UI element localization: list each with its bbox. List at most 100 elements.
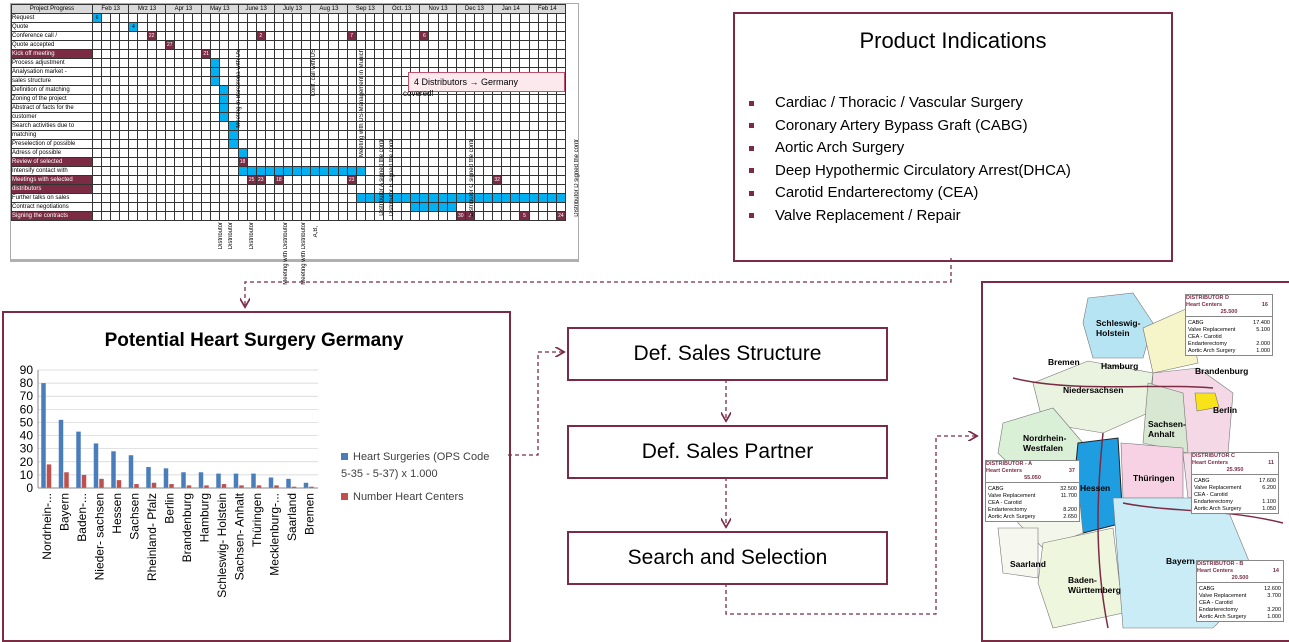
x-category-label: Saarland xyxy=(285,493,299,541)
distributor-row-label: CEA - Carotid xyxy=(1199,600,1233,606)
bar-series-1 xyxy=(216,473,221,488)
heart-centers-label: Heart Centers xyxy=(986,468,1023,474)
distributor-row-label: Aortic Arch Surgery xyxy=(1194,506,1242,512)
indication-label: Deep Hypothermic Circulatory Arrest(DHCA… xyxy=(775,161,1071,179)
flow-step-1-label: Def. Sales Structure xyxy=(633,342,822,365)
distributor-total: 55.050 xyxy=(986,475,1079,483)
distributor-total: 20.500 xyxy=(1197,575,1283,583)
distributor-name: DISTRIBUTOR - A xyxy=(986,461,1033,467)
map-label-hessen: Hessen xyxy=(1080,483,1111,493)
bar-series-2 xyxy=(309,486,314,488)
x-category-label: Hamburg xyxy=(197,493,211,542)
gantt-cell xyxy=(401,211,412,221)
bar-series-2 xyxy=(151,482,157,488)
bar-series-2 xyxy=(186,485,192,488)
distributor-row-label: Aortic Arch Surgery xyxy=(988,514,1036,520)
distributor-row-value: 2.000 xyxy=(1256,341,1270,347)
gantt-marker: 30 xyxy=(455,211,466,221)
legend-swatch-1 xyxy=(341,453,348,460)
gantt-cell xyxy=(419,211,430,221)
legend-series-2: Number Heart Centers xyxy=(341,491,464,503)
distributor-name: DISTRIBUTOR C xyxy=(1192,453,1235,459)
distributor-row-label: Valve Replacement xyxy=(988,493,1036,499)
gantt-cell xyxy=(346,211,357,221)
bar-series-1 xyxy=(303,482,309,488)
legend-label-2: Number Heart Centers xyxy=(353,491,464,503)
distributor-row-label: CEA - Carotid xyxy=(1188,334,1222,340)
bullet-icon xyxy=(749,168,754,174)
map-label-baden-wuerttemberg: Baden-Württemberg xyxy=(1068,575,1121,595)
distributor-row: CEA - Carotid xyxy=(986,500,1079,507)
region-berlin xyxy=(1194,392,1220,412)
gantt-row: Further talks on sales xyxy=(11,193,567,203)
distributor-row-value: 6.200 xyxy=(1262,485,1276,491)
germany-distributor-map: Schleswig-Holstein Hamburg Bremen Nieder… xyxy=(981,281,1289,642)
distributor-row-label: CABG xyxy=(1194,478,1210,484)
bar-series-2 xyxy=(116,480,122,488)
map-label-berlin: Berlin xyxy=(1213,405,1238,415)
distributor-row: CEA - Carotid xyxy=(1186,334,1272,341)
distributor-row-value: 12.600 xyxy=(1264,586,1281,592)
x-category-label: Baden-... xyxy=(75,493,89,542)
y-tick-label: 20 xyxy=(20,455,34,469)
indication-item: Cardiac / Thoracic / Vascular Surgery xyxy=(749,92,1071,115)
gantt-row: Preselection of possible xyxy=(11,139,567,149)
bullet-icon xyxy=(749,190,754,196)
y-tick-label: 40 xyxy=(20,429,34,443)
x-category-label: Sachsen xyxy=(127,493,141,540)
distributor-row-value: 3.200 xyxy=(1267,607,1281,613)
heart-centers-count: 14 xyxy=(1272,568,1279,574)
indication-label: Valve Replacement / Repair xyxy=(775,206,961,224)
distributor-row-value: 11.700 xyxy=(1060,493,1077,499)
indication-label: Carotid Endarterectomy (CEA) xyxy=(775,184,979,201)
gantt-cell xyxy=(392,211,403,221)
bar-series-1 xyxy=(233,473,239,488)
heart-centers-label: Heart Centers xyxy=(1192,460,1229,466)
distributor-row: Valve Replacement 11.700 xyxy=(986,493,1079,500)
legend-label-1: Heart Surgeries (OPS Code 5-35 - 5-37) x… xyxy=(341,451,490,480)
bar-series-1 xyxy=(76,431,81,488)
region-saarland xyxy=(997,527,1039,579)
x-category-label: Bayern xyxy=(57,493,71,531)
y-tick-label: 90 xyxy=(20,363,34,377)
gantt-marker: 2 xyxy=(464,211,475,221)
map-label-bremen: Bremen xyxy=(1048,357,1080,367)
gantt-cell xyxy=(428,211,439,221)
bar-series-1 xyxy=(41,383,46,488)
distributor-row-label: CABG xyxy=(1188,320,1204,326)
border-west xyxy=(1097,432,1109,629)
gantt-marker: 24 xyxy=(555,211,567,221)
gantt-cell xyxy=(101,211,112,221)
map-label-niedersachsen: Niedersachsen xyxy=(1063,385,1124,395)
bullet-icon xyxy=(749,213,754,219)
y-tick-label: 30 xyxy=(20,442,34,456)
arrow-chart-to-flow xyxy=(508,352,563,456)
bar-series-1 xyxy=(58,419,64,488)
map-label-brandenburg: Brandenburg xyxy=(1195,366,1249,376)
heart-centers-label: Heart Centers xyxy=(1186,302,1223,308)
bar-series-1 xyxy=(268,477,274,488)
bar-series-2 xyxy=(221,484,227,488)
x-category-label: Thüringen xyxy=(250,493,264,547)
gantt-row: customer xyxy=(11,112,567,122)
distributor-row-value: 3.700 xyxy=(1267,593,1281,599)
distributor-row-value: 32.500 xyxy=(1060,486,1077,492)
gantt-cell xyxy=(91,211,103,221)
gantt-cell xyxy=(364,211,375,221)
map-label-sachsen-anhalt: Sachsen-Anhalt xyxy=(1148,419,1186,439)
gantt-row: Zoning of the project xyxy=(11,94,567,104)
y-tick-label: 10 xyxy=(20,468,34,482)
